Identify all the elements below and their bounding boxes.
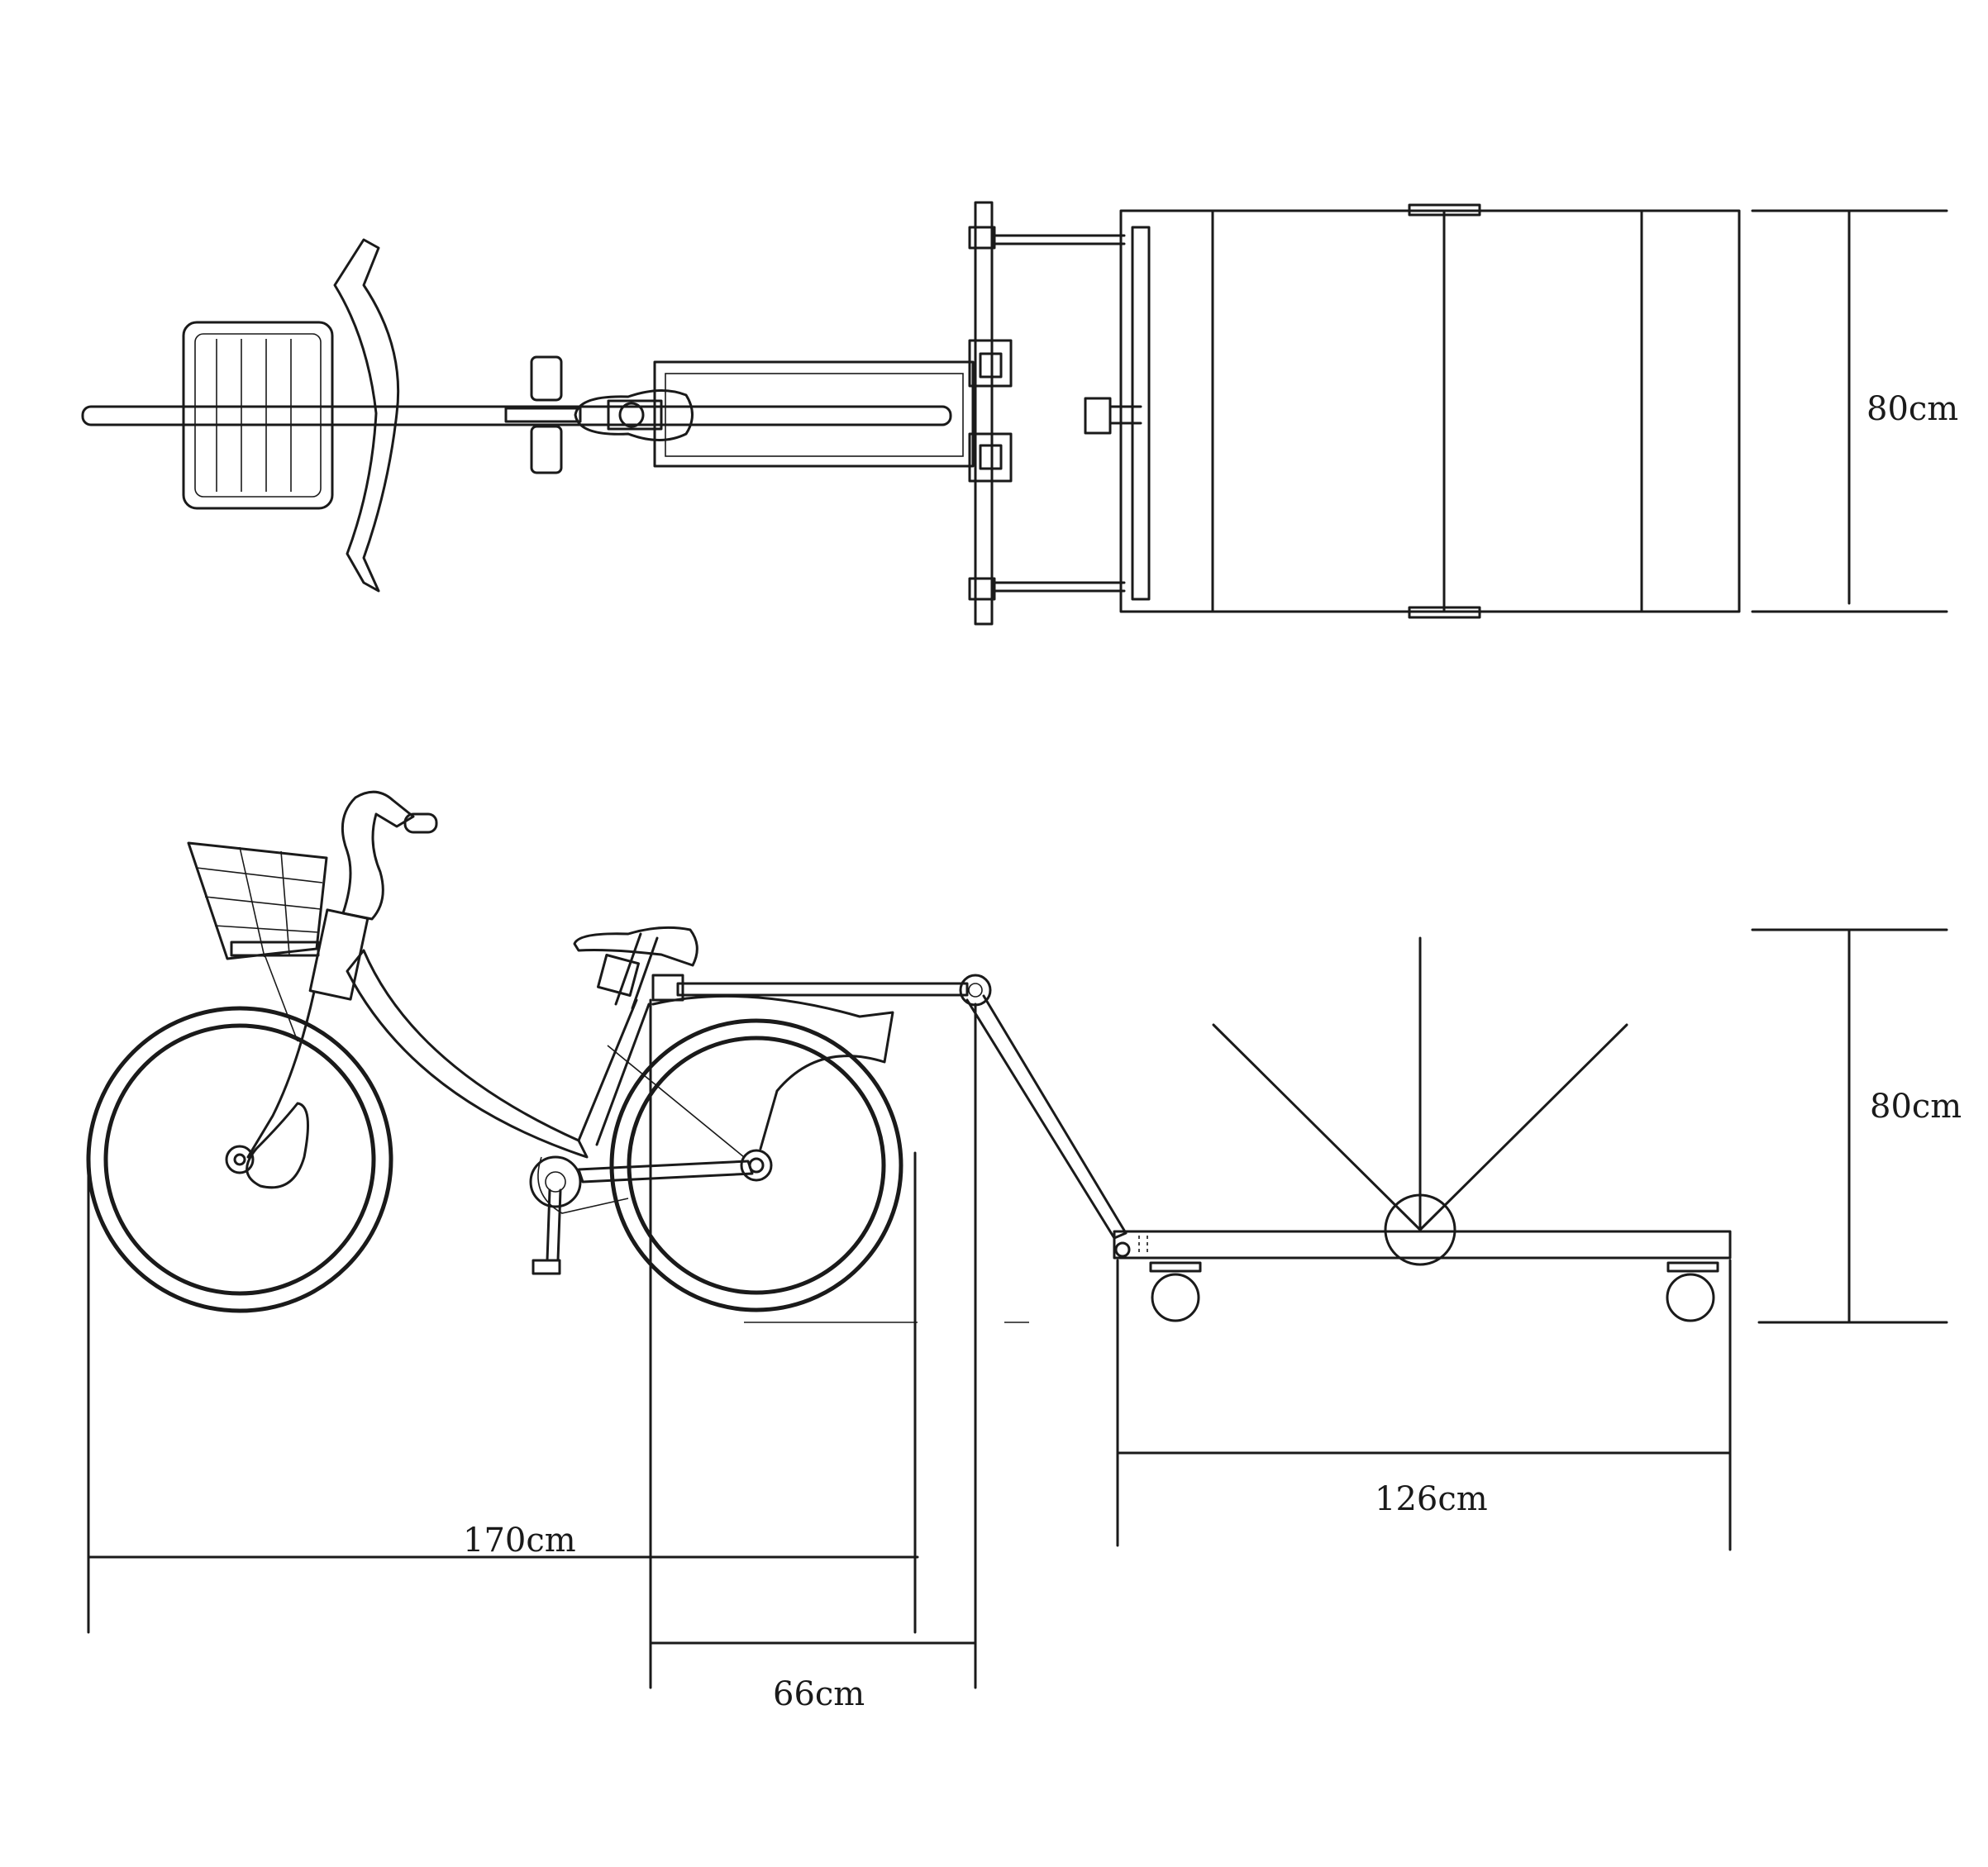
top-seat (574, 388, 694, 441)
top-handlebar (333, 238, 400, 593)
top-view: 80cm (81, 201, 1958, 626)
top-trailer (1119, 209, 1741, 613)
trailer-wheel-left (1151, 1273, 1200, 1322)
side-seat (573, 926, 698, 967)
trailer-length-label: 126cm (1375, 1480, 1488, 1518)
side-pedal (532, 1259, 561, 1275)
side-handlebar (341, 790, 415, 921)
side-view: 80cm 170cm 66cm 126cm (86, 790, 1962, 1713)
main-frame (346, 949, 589, 1159)
front-wheel (86, 1006, 393, 1313)
hitch-tube (676, 982, 969, 997)
rear-wheel (609, 1018, 903, 1312)
top-pedal-upper (530, 355, 563, 402)
top-pedal-lower (530, 425, 563, 474)
total-length-label: 170cm (463, 1522, 576, 1560)
top-hitch-bar (974, 201, 994, 626)
front-fork (246, 990, 316, 1159)
side-height-label: 80cm (1870, 1088, 1962, 1126)
top-rear-rack (653, 360, 975, 468)
hitch-length-label: 66cm (773, 1675, 865, 1713)
top-frame-tube (81, 405, 952, 426)
top-width-label: 80cm (1866, 390, 1958, 428)
top-basket (182, 321, 334, 510)
trailer-wheel-right (1666, 1273, 1715, 1322)
side-trailer-bed (1113, 1230, 1732, 1260)
